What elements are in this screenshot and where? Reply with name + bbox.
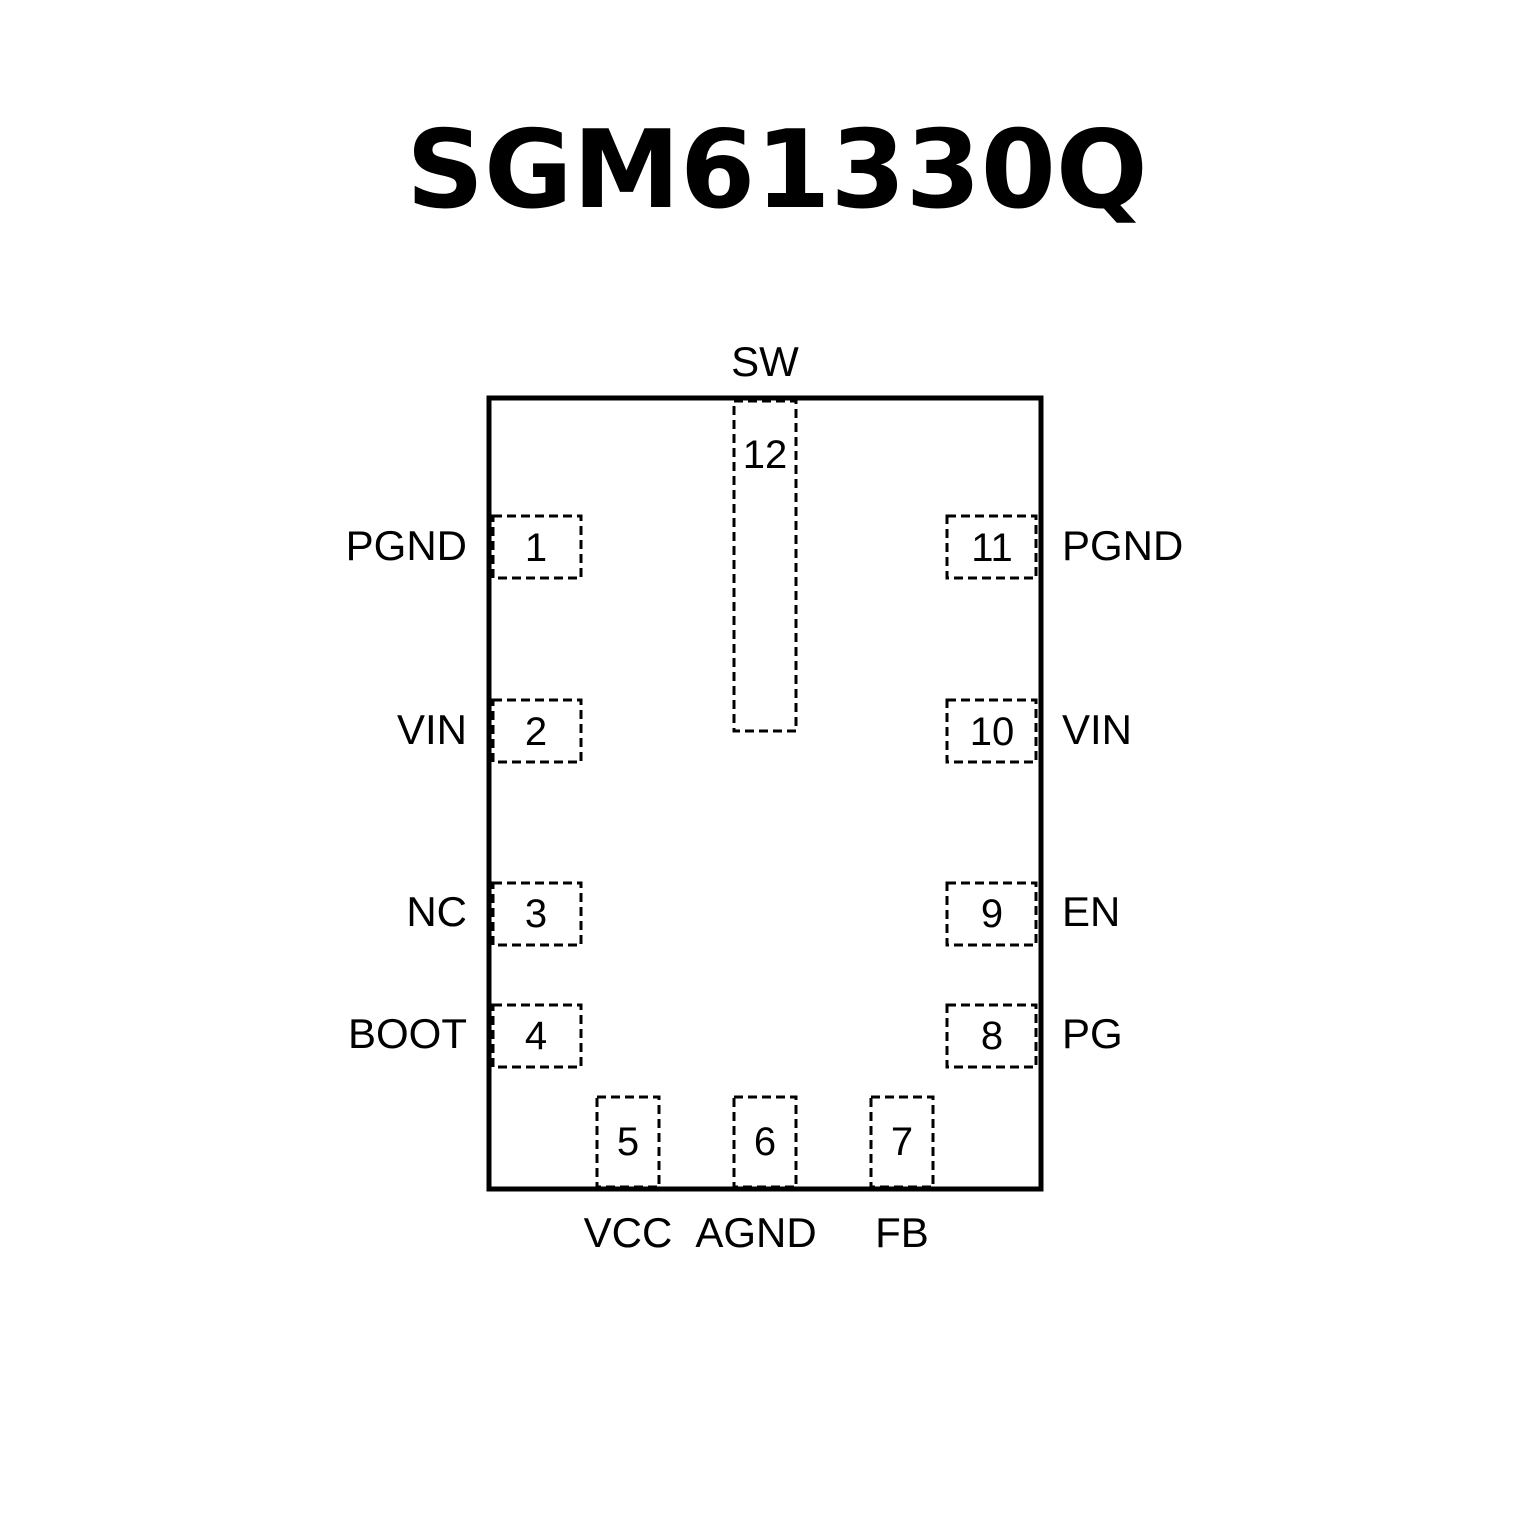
pin-label: SW xyxy=(731,338,799,385)
pin-11: 11 PGND xyxy=(945,514,1183,580)
pin-number: 1 xyxy=(525,526,547,570)
pin-2: 2 VIN xyxy=(397,698,583,764)
pin-label: PGND xyxy=(1062,522,1183,569)
pin-label: FB xyxy=(875,1209,929,1256)
pin-8: 8 PG xyxy=(945,1003,1123,1069)
pin-number: 6 xyxy=(754,1120,776,1164)
pin-label: PG xyxy=(1062,1010,1123,1057)
pin-6: 6 AGND xyxy=(695,1095,817,1256)
pin-label: PGND xyxy=(346,522,467,569)
pin-5: 5 VCC xyxy=(584,1095,673,1256)
pin-label: AGND xyxy=(695,1209,816,1256)
pin-7: 7 FB xyxy=(869,1095,935,1256)
pin-number: 10 xyxy=(970,710,1015,754)
pin-label: VIN xyxy=(1062,706,1132,753)
package-outline xyxy=(486,395,1044,1192)
pin-number: 12 xyxy=(743,433,788,477)
pin-number: 4 xyxy=(525,1014,547,1058)
chip-title: SGM61330Q xyxy=(406,108,1147,233)
pin-number: 8 xyxy=(981,1014,1003,1058)
pin-3: 3 NC xyxy=(406,881,583,947)
pin-number: 7 xyxy=(891,1120,913,1164)
pin-number: 5 xyxy=(617,1120,639,1164)
pin-number: 9 xyxy=(981,892,1003,936)
pin-12: 12 SW xyxy=(731,338,799,733)
pin-number: 2 xyxy=(525,710,547,754)
pin-label: BOOT xyxy=(348,1010,467,1057)
pin-10: 10 VIN xyxy=(945,698,1132,764)
pin-9: 9 EN xyxy=(945,881,1120,947)
pin-4: 4 BOOT xyxy=(348,1003,583,1069)
pin-label: VCC xyxy=(584,1209,673,1256)
pin-label: EN xyxy=(1062,888,1120,935)
pin-number: 11 xyxy=(971,526,1013,570)
pin-number: 3 xyxy=(525,892,547,936)
pin-1: 1 PGND xyxy=(346,514,583,580)
pin-label: NC xyxy=(406,888,467,935)
pin-label: VIN xyxy=(397,706,467,753)
